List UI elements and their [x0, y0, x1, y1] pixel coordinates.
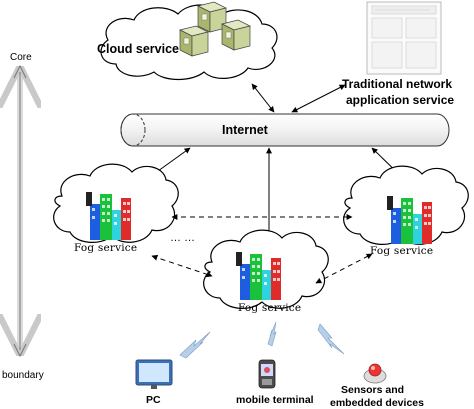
- fog-peer-arrows: [151, 214, 373, 284]
- server-cube-icon: [196, 1, 228, 33]
- wireless-link-icon: [179, 321, 345, 359]
- fog-cloud-right: [343, 165, 469, 245]
- fog-cloud-left: [53, 163, 179, 243]
- fog-service-right-label: Fog service: [370, 245, 434, 257]
- server-cube-icon: [178, 25, 210, 57]
- mobile-terminal-label: mobile terminal: [236, 394, 314, 406]
- fog-service-center-label: Fog service: [238, 302, 302, 314]
- sensors-label-line1: Sensors and: [341, 384, 405, 396]
- traditional-service-label-line2: application service: [346, 93, 455, 107]
- core-boundary-axis: [14, 64, 26, 358]
- sensor-icon: [363, 363, 387, 384]
- monitor-icon: [135, 359, 173, 389]
- phone-icon: [258, 359, 276, 389]
- pc-label: PC: [146, 394, 161, 406]
- sensors-label-line2: embedded devices: [330, 397, 424, 409]
- traditional-service-label-line1: Traditional network: [342, 77, 453, 91]
- server-rack-icon: [366, 1, 442, 75]
- axis-bottom-label: boundary: [2, 370, 44, 381]
- fog-service-left-label: Fog service: [74, 242, 138, 254]
- server-cube-icon: [220, 19, 252, 51]
- fog-ellipsis: … …: [170, 232, 196, 244]
- axis-top-label: Core: [10, 52, 32, 63]
- internet-pipe: [120, 113, 450, 147]
- internet-label: Internet: [222, 123, 268, 137]
- fog-cloud-center: [203, 229, 329, 309]
- cloud-service-label: Cloud service: [97, 42, 179, 56]
